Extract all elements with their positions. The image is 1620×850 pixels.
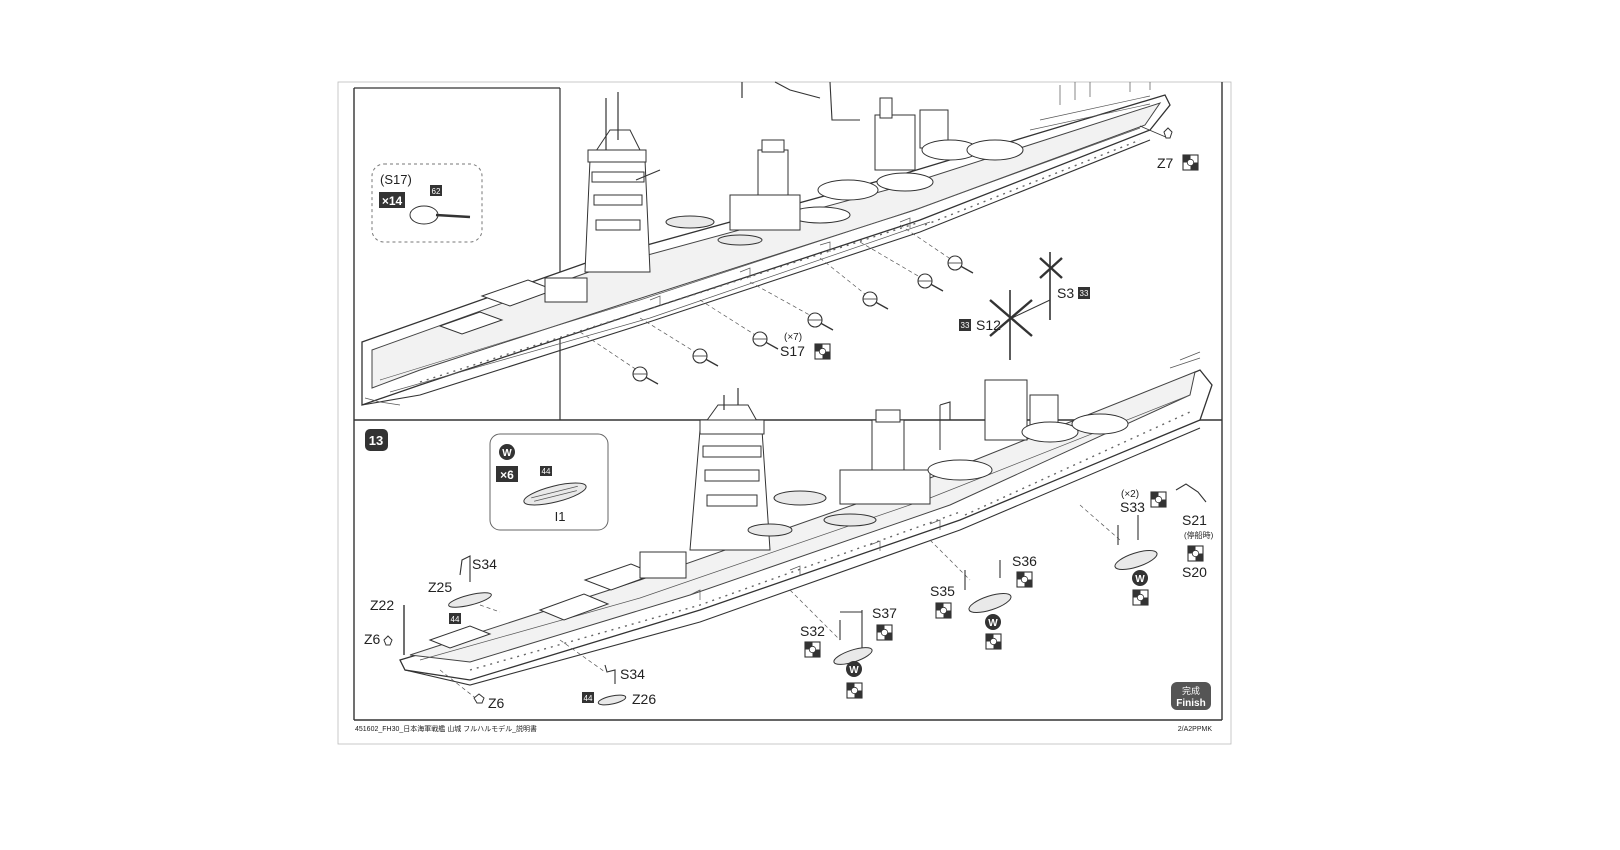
step-13-number: 13 xyxy=(369,433,383,448)
label-s17-qty: (×7) xyxy=(784,332,802,343)
label-w3: W xyxy=(1135,574,1145,585)
label-z6b: Z6 xyxy=(488,695,505,711)
lower-ship-drawing xyxy=(399,351,1213,686)
label-z7: Z7 xyxy=(1157,155,1174,171)
label-s33: S33 xyxy=(1120,499,1145,515)
label-z25-paint: 44 xyxy=(451,615,460,624)
label-z26-paint: 44 xyxy=(584,694,593,703)
inset-s17: (S17) ×14 62 xyxy=(371,163,483,243)
label-s32: S32 xyxy=(800,623,825,639)
inset-boat-paint: 44 xyxy=(542,467,551,476)
label-s12-paint: 33 xyxy=(961,321,970,330)
s17-callout: (×7) S17 xyxy=(780,332,831,360)
label-s17: S17 xyxy=(780,343,805,359)
inset-boat-part: I1 xyxy=(555,509,566,524)
label-z25: Z25 xyxy=(428,579,452,595)
label-z6a: Z6 xyxy=(364,631,381,647)
label-s36: S36 xyxy=(1012,553,1037,569)
label-s21: S21 xyxy=(1182,512,1207,528)
footer-right: 2/A2PPMK xyxy=(1178,726,1213,733)
label-s37: S37 xyxy=(872,605,897,621)
boat-part-icon xyxy=(523,482,587,506)
label-s34-top: S34 xyxy=(472,556,497,572)
lower-callouts: (×2) S33 S21 (停船時) S20 W S36 S35 W S37 S… xyxy=(364,483,1214,711)
mast-s3-s12: S3 33 33 S12 xyxy=(959,252,1090,360)
inset-s17-paint: 62 xyxy=(432,187,441,196)
step-13-badge: 13 xyxy=(365,429,388,451)
finish-jp: 完成 xyxy=(1182,685,1200,696)
label-s35: S35 xyxy=(930,583,955,599)
label-s3-paint: 33 xyxy=(1080,289,1089,298)
inset-s17-qty: ×14 xyxy=(382,194,403,208)
finish-badge: 完成 Finish xyxy=(1171,682,1211,710)
inset-boat: W ×6 44 I1 xyxy=(489,433,609,531)
label-w1: W xyxy=(849,665,859,676)
label-z26: Z26 xyxy=(632,691,656,707)
label-w2: W xyxy=(988,618,998,629)
label-s33-qty: (×2) xyxy=(1121,489,1139,500)
inset-s17-part-label: (S17) xyxy=(380,172,412,187)
turret-part-icon xyxy=(409,205,471,225)
upper-ship-drawing xyxy=(361,81,1171,406)
finish-en: Finish xyxy=(1176,698,1205,709)
s17-placement-guides xyxy=(579,224,974,385)
label-s20: S20 xyxy=(1182,564,1207,580)
footer-left: 451602_FH30_日本海軍戦艦 山城 フルハルモデル_説明書 xyxy=(355,724,537,733)
label-s12: S12 xyxy=(976,317,1001,333)
z7-callout: Z7 xyxy=(1139,125,1199,171)
inset-boat-color: W xyxy=(502,448,512,459)
label-s3: S3 xyxy=(1057,285,1074,301)
label-s21-note: (停船時) xyxy=(1184,530,1214,540)
inset-boat-qty: ×6 xyxy=(500,468,514,482)
label-s34-bottom: S34 xyxy=(620,666,645,682)
label-z22: Z22 xyxy=(370,597,394,613)
